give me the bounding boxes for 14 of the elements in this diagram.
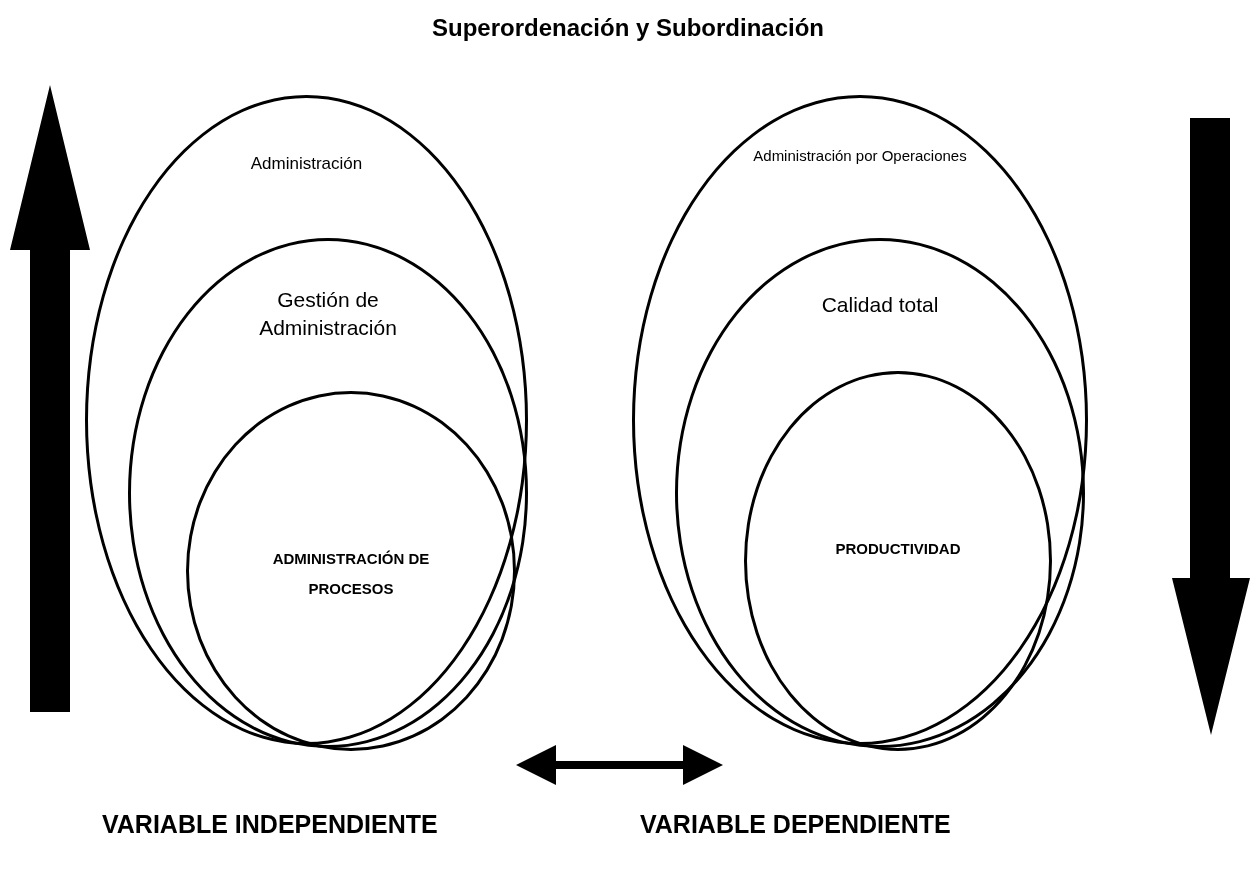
axis-caption: VARIABLE DEPENDIENTE [640,810,951,839]
ellipse [675,238,1085,748]
double-arrow [516,745,723,785]
ellipse [128,238,528,748]
axis-caption: VARIABLE INDEPENDIENTE [102,810,438,839]
ellipse [186,391,516,751]
title: Superordenación y Subordinación [430,14,826,42]
node-label: Calidad total [820,292,940,318]
node-label: Administración [249,153,364,175]
node-label: ADMINISTRACIÓN DE PROCESOS [271,549,431,599]
ellipse [744,371,1052,751]
node-label: Gestión de Administración [258,287,398,342]
node-label: Administración por Operaciones [752,146,968,166]
node-label: PRODUCTIVIDAD [834,539,962,559]
